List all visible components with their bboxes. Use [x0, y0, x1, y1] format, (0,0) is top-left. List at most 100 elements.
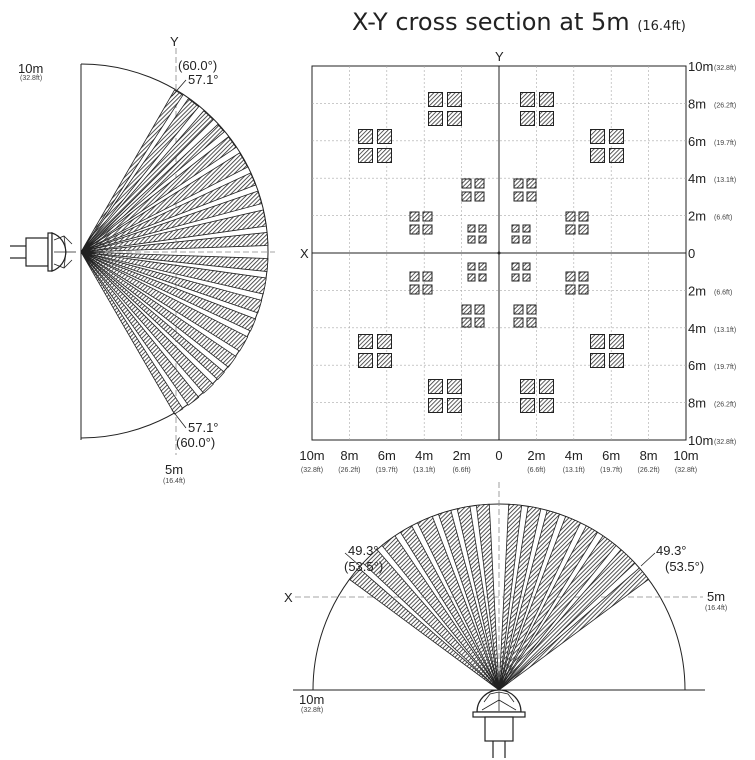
top-detection-wedge — [437, 509, 500, 691]
detection-zone-square — [578, 211, 589, 222]
top-detection-wedge — [475, 503, 500, 691]
detection-zone-square — [522, 224, 531, 233]
detection-zone-square — [522, 273, 531, 282]
detection-zone-square — [474, 178, 485, 189]
detection-zone-square — [526, 191, 537, 202]
side-detection-wedge — [80, 251, 249, 352]
top-range-label: 5m — [707, 589, 725, 604]
grid-view: Y X 10m(32.8ft)8m(26.2ft)6m(19.7ft)4m(13… — [299, 49, 736, 474]
side-top-label-ft: (32.8ft) — [20, 75, 42, 82]
detection-zone-square — [467, 224, 476, 233]
side-top-label: 10m — [18, 61, 43, 76]
grid-right-label-ft: (32.8ft) — [714, 65, 736, 72]
detection-zone-square — [590, 148, 605, 163]
detection-zone-square — [539, 111, 554, 126]
grid-right-label-ft: (19.7ft) — [714, 364, 736, 371]
grid-right-label-ft: (19.7ft) — [714, 140, 736, 147]
detection-zone-square — [428, 398, 443, 413]
grid-right-label: 2m — [688, 283, 706, 298]
detection-zone-square — [526, 317, 537, 328]
detection-zone-square — [578, 271, 589, 282]
side-detection-wedge — [80, 209, 267, 253]
top-bottom-label: 10m — [299, 692, 324, 707]
detection-zone-square — [539, 379, 554, 394]
side-detection-wedge — [80, 251, 184, 415]
sensor-icon-bottom — [472, 689, 526, 758]
grid-origin-dot — [497, 251, 501, 255]
grid-right-label-ft: (6.6ft) — [714, 289, 732, 296]
side-detection-wedge — [80, 110, 214, 253]
top-detection-wedge — [362, 549, 500, 691]
side-detection-wedge — [80, 251, 269, 272]
grid-right-label: 2m — [688, 209, 706, 224]
grid-right-label-ft: (26.2ft) — [714, 402, 736, 409]
detection-zone-square — [520, 111, 535, 126]
top-detection-wedge — [498, 525, 599, 691]
detection-zone-square — [609, 353, 624, 368]
detection-zone-square — [447, 111, 462, 126]
top-detection-wedge — [498, 515, 582, 691]
top-wedges — [348, 503, 650, 691]
detection-zone-square — [467, 262, 476, 271]
detection-zone-square — [609, 334, 624, 349]
detection-zone-square — [511, 235, 520, 244]
grid-right-label-ft: (26.2ft) — [714, 102, 736, 109]
detection-zone-square — [513, 191, 524, 202]
top-axis-x: X — [284, 590, 293, 605]
top-angle-inner-right: 49.3° — [656, 543, 687, 558]
detection-zone-square — [520, 92, 535, 107]
grid-zones — [358, 92, 624, 413]
sensor-icon — [10, 232, 76, 272]
detection-zone-square — [609, 148, 624, 163]
grid-right-label-ft: (6.6ft) — [714, 215, 732, 222]
grid-bottom-label: 2m — [453, 448, 471, 463]
grid-bottom-label-ft: (19.7ft) — [376, 467, 398, 474]
detection-zone-square — [422, 284, 433, 295]
detection-zone-square — [565, 224, 576, 235]
detection-zone-square — [409, 284, 420, 295]
detection-zone-square — [565, 284, 576, 295]
top-detection-wedge — [498, 505, 542, 691]
detection-zone-square — [447, 92, 462, 107]
grid-right-label: 8m — [688, 96, 706, 111]
detection-zone-square — [447, 379, 462, 394]
side-detection-wedge — [80, 251, 263, 314]
grid-right-label-ft: (32.8ft) — [714, 439, 736, 446]
detection-zone-square — [358, 129, 373, 144]
side-detection-wedge — [80, 251, 267, 295]
page-title: X-Y cross section at 5m (16.4ft) — [352, 8, 686, 36]
top-angle-outer-right: (53.5°) — [665, 559, 704, 574]
detection-zone-square — [478, 224, 487, 233]
grid-right-label: 4m — [688, 171, 706, 186]
side-detection-wedge — [80, 251, 200, 406]
grid-bottom-label-ft: (32.8ft) — [301, 467, 323, 474]
top-detection-wedge — [348, 567, 500, 691]
detection-zone-square — [511, 273, 520, 282]
detection-zone-square — [565, 271, 576, 282]
detection-zone-square — [358, 353, 373, 368]
side-range-arc — [80, 63, 269, 439]
detection-zone-square — [428, 379, 443, 394]
detection-zone-square — [578, 284, 589, 295]
detection-zone-square — [409, 211, 420, 222]
grid-bottom-label: 6m — [378, 448, 396, 463]
detection-zone-square — [422, 271, 433, 282]
grid-right-label: 4m — [688, 321, 706, 336]
detection-zone-square — [409, 224, 420, 235]
detection-zone-square — [590, 353, 605, 368]
side-angle-inner-top: 57.1° — [188, 72, 219, 87]
detection-zone-square — [513, 304, 524, 315]
side-detection-wedge — [80, 251, 237, 368]
top-detection-wedge — [498, 503, 523, 691]
detection-zone-square — [377, 148, 392, 163]
grid-right-label-ft: (13.1ft) — [714, 177, 736, 184]
grid-bottom-label: 10m — [673, 448, 698, 463]
grid-bottom-label-ft: (19.7ft) — [600, 467, 622, 474]
detection-zone-square — [539, 398, 554, 413]
detection-zone-square — [377, 129, 392, 144]
grid-bottom-label-ft: (6.6ft) — [527, 467, 545, 474]
grid-bottom-label: 4m — [415, 448, 433, 463]
detection-zone-square — [428, 111, 443, 126]
side-bottom-label: 5m — [165, 462, 183, 477]
side-detection-wedge — [80, 123, 225, 253]
